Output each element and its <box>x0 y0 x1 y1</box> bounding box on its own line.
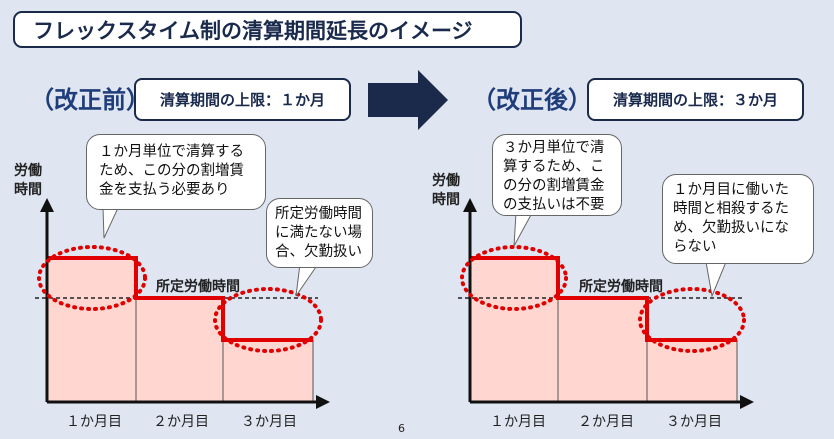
before-heading: （改正前） <box>30 86 150 114</box>
after-chart <box>458 198 754 409</box>
shortfall-highlight <box>213 287 323 353</box>
before-ylabel: 労働時間 <box>14 163 42 198</box>
transition-arrow-icon <box>368 70 448 130</box>
after-month-2: ２か月目 <box>578 414 634 430</box>
slide-title: フレックスタイム制の清算期間延長のイメージ <box>13 11 522 48</box>
after-ylabel: 労働時間 <box>432 173 460 208</box>
page-number: 6 <box>398 422 405 435</box>
before-month-2: ２か月目 <box>153 414 209 430</box>
after-heading: （改正後） <box>472 86 592 114</box>
after-month-1: １か月目 <box>490 414 546 430</box>
after-offset-bubble: １か月目に働いた時間と相殺するため、欠勤扱いにならない <box>662 174 814 264</box>
before-hours-line <box>47 256 313 342</box>
after-standard-label: 所定労働時間 <box>579 279 663 295</box>
after-limit-box: 清算期間の上限：３か月 <box>587 78 804 121</box>
before-limit-box: 清算期間の上限：１か月 <box>134 78 351 121</box>
before-chart <box>35 198 330 409</box>
before-overtime-bubble: １か月単位で清算するため、この分の割増賃金を支払う必要あり <box>86 134 266 210</box>
before-standard-label: 所定労働時間 <box>156 279 240 295</box>
after-overtime-bubble: ３か月単位で清算するため、この分の割増賃金の支払いは不要 <box>492 134 622 216</box>
before-month-1: １か月目 <box>66 414 122 430</box>
after-month-3: ３か月目 <box>666 414 722 430</box>
before-month-3: ３か月目 <box>241 414 297 430</box>
overtime-highlight <box>37 245 147 311</box>
before-shortfall-bubble: 所定労働時間に満たない場合、欠勤扱い <box>266 198 373 268</box>
